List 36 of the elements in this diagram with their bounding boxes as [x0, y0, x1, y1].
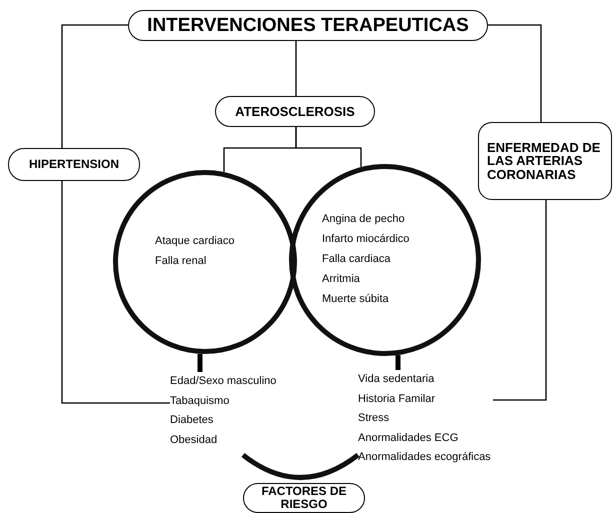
connector-line — [396, 355, 400, 370]
list-item: Edad/Sexo masculino — [170, 374, 278, 389]
box-label: ENFERMEDAD DE LAS ARTERIAS CORONARIAS — [487, 140, 602, 182]
connector-line — [61, 181, 170, 404]
box-label: FACTORES DE RIESGO — [260, 485, 348, 511]
circle-shape — [289, 164, 481, 356]
list-item: Anormalidades ecográficas — [358, 450, 492, 465]
list-item: Angina de pecho — [322, 213, 405, 225]
box-label: INTERVENCIONES TERAPEUTICAS — [147, 16, 469, 36]
circle-shape — [113, 170, 297, 354]
rounded-box — [215, 96, 375, 127]
list-item: Historia Familar — [358, 392, 436, 406]
rounded-box — [243, 483, 365, 513]
connector-line — [198, 354, 202, 372]
connector-line — [488, 24, 542, 122]
connector-line — [493, 200, 547, 401]
list-item: Stress — [358, 411, 390, 426]
box-label: HIPERTENSION — [28, 158, 119, 171]
list-item: Falla cardiaca — [322, 253, 390, 265]
rounded-box — [478, 122, 612, 200]
connector-line — [295, 41, 297, 96]
rounded-box — [128, 10, 488, 41]
rounded-box — [8, 148, 140, 181]
list-item: Falla renal — [155, 255, 206, 267]
list-item: Ataque cardiaco — [155, 235, 234, 247]
box-label: ATEROSCLEROSIS — [235, 104, 355, 118]
list-item: Infarto miocárdico — [322, 233, 410, 245]
list-item: Tabaquismo — [170, 394, 230, 408]
list-item: Obesidad — [170, 432, 218, 448]
list-item: Anormalidades ECG — [358, 430, 460, 446]
list-item: Vida sedentaria — [358, 372, 436, 387]
list-item: Muerte súbita — [322, 293, 389, 305]
list-item: Diabetes — [170, 413, 214, 428]
connector-line — [61, 24, 128, 148]
connector-line — [295, 127, 362, 168]
list-item: Arritmia — [322, 273, 360, 285]
